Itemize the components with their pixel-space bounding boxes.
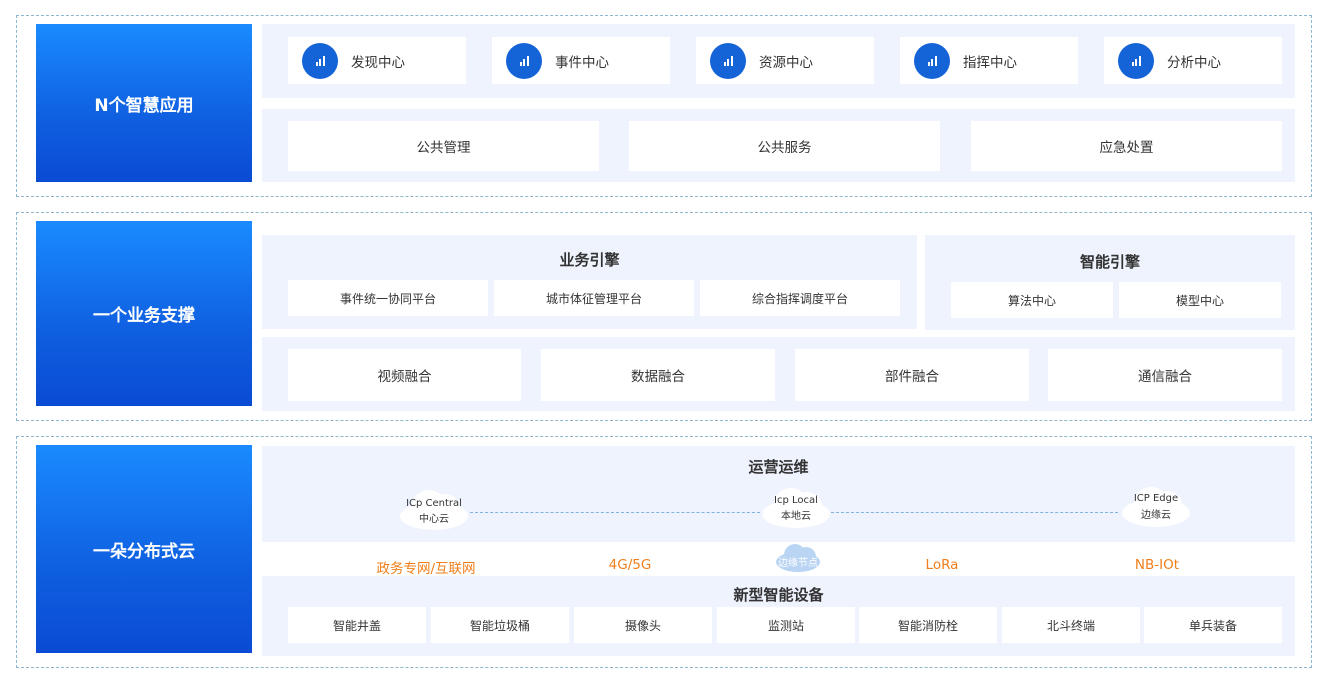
smart-engine-title: 智能引擎	[1079, 253, 1140, 271]
domains-panel: 公共管理 公共服务 应急处置	[262, 109, 1295, 182]
layer-label-applications: N个智慧应用	[36, 24, 252, 182]
app-label: 事件中心	[555, 54, 609, 71]
devices-panel: 新型智能设备 智能井盖 智能垃圾桶 摄像头 监测站 智能消防栓 北斗终端 单兵装…	[262, 576, 1295, 656]
app-card-event[interactable]: 事件中心	[492, 37, 670, 84]
cloud-link-line	[826, 512, 1118, 513]
platform-card[interactable]: 综合指挥调度平台	[700, 280, 900, 316]
devices-title: 新型智能设备	[733, 586, 824, 604]
edge-node-label: 边缘节点	[778, 558, 818, 569]
network-label: LoRa	[925, 557, 959, 573]
signal-icon	[1118, 42, 1154, 79]
domain-card[interactable]: 应急处置	[971, 121, 1282, 171]
device-card[interactable]: 摄像头	[574, 607, 712, 643]
cloud-shape	[430, 494, 460, 522]
domain-card[interactable]: 公共服务	[629, 121, 940, 171]
layer-applications: N个智慧应用	[16, 15, 1312, 197]
signal-icon	[710, 42, 746, 79]
engine-card[interactable]: 算法中心	[951, 282, 1113, 318]
device-card[interactable]: 智能消防栓	[859, 607, 997, 643]
cloud-sub: 边缘云	[1141, 510, 1171, 521]
fusion-panel: 视频融合 数据融合 部件融合 通信融合	[262, 337, 1295, 411]
app-label: 发现中心	[351, 54, 405, 71]
app-card-resource[interactable]: 资源中心	[696, 37, 874, 84]
signal-icon	[506, 42, 542, 79]
cloud-name: ICP Edge	[1133, 493, 1179, 504]
cloud-name: ICp Central	[406, 498, 462, 509]
signal-icon	[914, 42, 950, 79]
device-card[interactable]: 单兵装备	[1144, 607, 1282, 643]
app-label: 指挥中心	[963, 54, 1017, 71]
network-label: NB-IOt	[1134, 557, 1180, 573]
app-label: 分析中心	[1167, 54, 1221, 71]
network-label: 政务专网/互联网	[376, 561, 476, 577]
device-card[interactable]: 监测站	[717, 607, 855, 643]
layer-distributed-cloud: 一朵分布式云	[16, 436, 1312, 668]
engine-card[interactable]: 模型中心	[1119, 282, 1281, 318]
fusion-card[interactable]: 数据融合	[541, 349, 775, 401]
cloud-shape	[1152, 491, 1182, 519]
cloud-name: Icp Local	[774, 495, 818, 506]
app-card-command[interactable]: 指挥中心	[900, 37, 1078, 84]
cloud-shape	[796, 547, 816, 567]
ops-title: 运营运维	[748, 458, 809, 476]
layer-business-support: 一个业务支撑	[16, 212, 1312, 421]
device-card[interactable]: 北斗终端	[1002, 607, 1140, 643]
network-label: 4G/5G	[608, 557, 652, 573]
cloud-edge[interactable]: ICP Edge 边缘云	[1120, 483, 1192, 529]
domain-card[interactable]: 公共管理	[288, 121, 599, 171]
device-card[interactable]: 智能垃圾桶	[431, 607, 569, 643]
business-engine-panel: 业务引擎 事件统一协同平台 城市体征管理平台 综合指挥调度平台	[262, 235, 917, 329]
app-card-discovery[interactable]: 发现中心	[288, 37, 466, 84]
app-card-analysis[interactable]: 分析中心	[1104, 37, 1282, 84]
cloud-local[interactable]: Icp Local 本地云	[760, 484, 832, 530]
cloud-link-line	[470, 512, 770, 513]
cloud-sub: 中心云	[419, 514, 449, 525]
signal-icon	[302, 42, 338, 79]
device-card[interactable]: 智能井盖	[288, 607, 426, 643]
platform-card[interactable]: 城市体征管理平台	[494, 280, 694, 316]
cloud-sub: 本地云	[781, 511, 811, 522]
platform-card[interactable]: 事件统一协同平台	[288, 280, 488, 316]
fusion-card[interactable]: 通信融合	[1048, 349, 1282, 401]
cloud-central[interactable]: ICp Central 中心云	[398, 486, 470, 532]
edge-node-cloud: 边缘节点	[776, 544, 820, 572]
layer-label-business: 一个业务支撑	[36, 221, 252, 406]
business-engine-title: 业务引擎	[559, 251, 620, 269]
fusion-card[interactable]: 部件融合	[795, 349, 1029, 401]
apps-panel: 发现中心 事件中心 资源中心 指挥中心 分析中心	[262, 24, 1295, 98]
cloud-shape	[792, 492, 822, 520]
app-label: 资源中心	[759, 54, 813, 71]
layer-label-cloud: 一朵分布式云	[36, 445, 252, 653]
smart-engine-panel: 智能引擎 算法中心 模型中心	[925, 235, 1295, 330]
fusion-card[interactable]: 视频融合	[288, 349, 521, 401]
